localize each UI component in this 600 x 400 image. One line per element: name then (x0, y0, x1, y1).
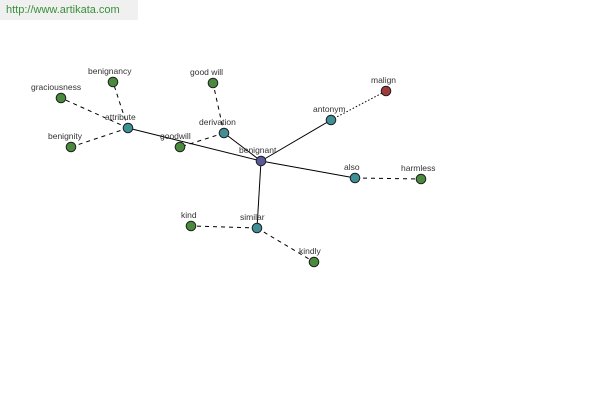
edge-benignant-attribute (127, 127, 262, 162)
node-kind[interactable] (185, 220, 197, 232)
node-also[interactable] (349, 172, 361, 184)
node-attribute[interactable] (122, 122, 134, 134)
node-label-good_will[interactable]: good will (190, 67, 223, 77)
edge-attribute-benignity (70, 127, 129, 148)
node-label-goodwill[interactable]: goodwill (160, 131, 191, 141)
node-good_will[interactable] (207, 77, 219, 89)
node-benignant[interactable] (255, 155, 267, 167)
node-antonym[interactable] (325, 114, 337, 126)
site-url-link[interactable]: http://www.artikata.com (6, 4, 120, 16)
node-benignancy[interactable] (107, 76, 119, 88)
edge-benignant-similar (256, 160, 262, 229)
edge-similar-kindly (256, 227, 315, 263)
edge-benignant-derivation (223, 132, 262, 162)
nodes-layer (55, 76, 427, 268)
labels-layer: benignant attribute derivation antonym also s… (31, 66, 435, 256)
node-label-kind[interactable]: kind (181, 210, 197, 220)
node-label-benignity[interactable]: benignity (48, 131, 83, 141)
node-label-benignancy[interactable]: benignancy (88, 66, 132, 76)
node-label-also[interactable]: also (344, 162, 360, 172)
node-label-harmless[interactable]: harmless (401, 163, 435, 173)
node-goodwill[interactable] (174, 141, 186, 153)
node-benignity[interactable] (65, 141, 77, 153)
node-kindly[interactable] (308, 256, 320, 268)
node-graciousness[interactable] (55, 92, 67, 104)
node-label-attribute[interactable]: attribute (105, 112, 136, 122)
edge-also-harmless (354, 177, 422, 180)
node-label-derivation[interactable]: derivation (199, 117, 236, 127)
url-bar: http://www.artikata.com (0, 0, 138, 20)
node-label-antonym[interactable]: antonym (313, 104, 346, 114)
node-harmless[interactable] (415, 173, 427, 185)
node-label-graciousness[interactable]: graciousness (31, 82, 81, 92)
node-label-kindly[interactable]: kindly (299, 246, 321, 256)
node-label-malign[interactable]: malign (371, 75, 396, 85)
node-similar[interactable] (251, 222, 263, 234)
node-malign[interactable] (380, 85, 392, 97)
edge-attribute-benignancy (112, 81, 129, 129)
edge-benignant-also (260, 160, 356, 179)
edges-layer (60, 81, 422, 263)
node-label-benignant[interactable]: benignant (239, 145, 277, 155)
edge-derivation-good_will (212, 82, 225, 134)
node-label-similar[interactable]: similar (240, 212, 265, 222)
edge-similar-kind (190, 225, 258, 229)
edge-benignant-antonym (260, 119, 332, 162)
node-derivation[interactable] (218, 127, 230, 139)
